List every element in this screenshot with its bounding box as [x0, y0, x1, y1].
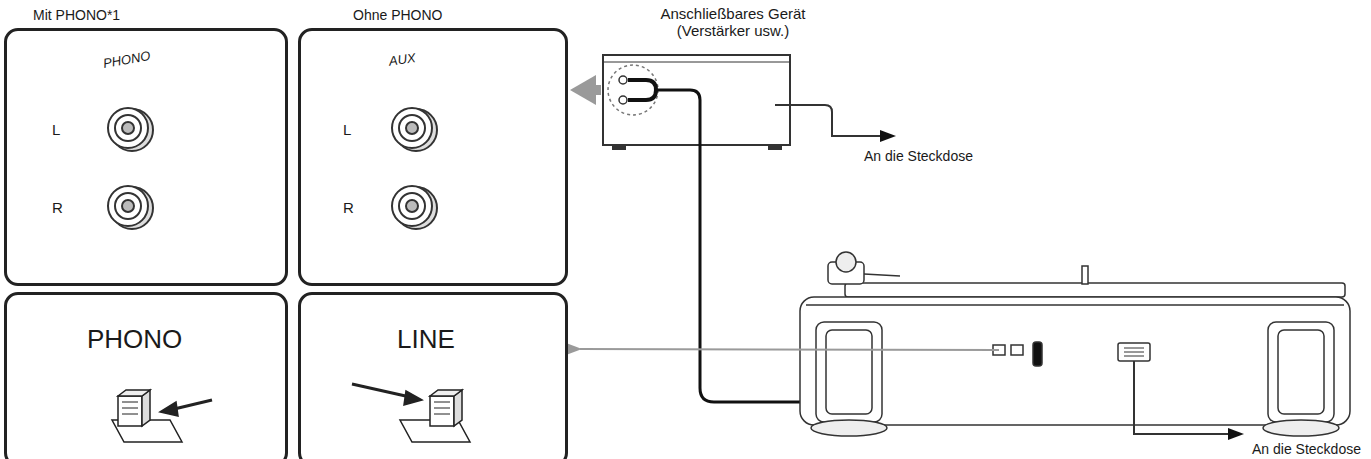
- power-cord: [1134, 361, 1228, 434]
- channel-label: R: [343, 199, 354, 216]
- jack-panel: Mit PHONO*1PHONOLR: [4, 28, 288, 286]
- arrow-shaft: [596, 85, 601, 95]
- arrow-head: [570, 75, 596, 105]
- switch-panel: PHONO: [4, 292, 288, 459]
- outlet-label: An die Steckdose: [862, 148, 975, 164]
- slide-switch-phono: [112, 390, 212, 442]
- outlet-label: An die Steckdose: [1250, 441, 1363, 457]
- channel-label: L: [52, 121, 60, 138]
- switch-pointer: [580, 349, 999, 350]
- jack-label: PHONO: [102, 49, 152, 72]
- switch-label: PHONO: [87, 325, 182, 355]
- panel-heading: Ohne PHONO: [353, 7, 442, 23]
- jack-panel: Ohne PHONOAUXLR: [298, 28, 568, 286]
- channel-label: R: [52, 199, 63, 216]
- channel-label: L: [343, 121, 351, 138]
- signal-arrow: [570, 75, 601, 105]
- device-heading: Anschließbares Gerät (Verstärker usw.): [648, 5, 818, 40]
- switch-label: LINE: [397, 325, 455, 355]
- rca-jacks: [108, 108, 437, 229]
- panel-heading: Mit PHONO*1: [33, 7, 120, 23]
- power-arrow: [1228, 428, 1244, 440]
- switch-panel: LINE: [298, 292, 568, 459]
- slide-switch-line: [352, 384, 470, 442]
- jack-label: AUX: [388, 51, 417, 70]
- device-box: Anschließbares Gerät (Verstärker usw.): [603, 55, 790, 145]
- turntable: [800, 252, 1350, 436]
